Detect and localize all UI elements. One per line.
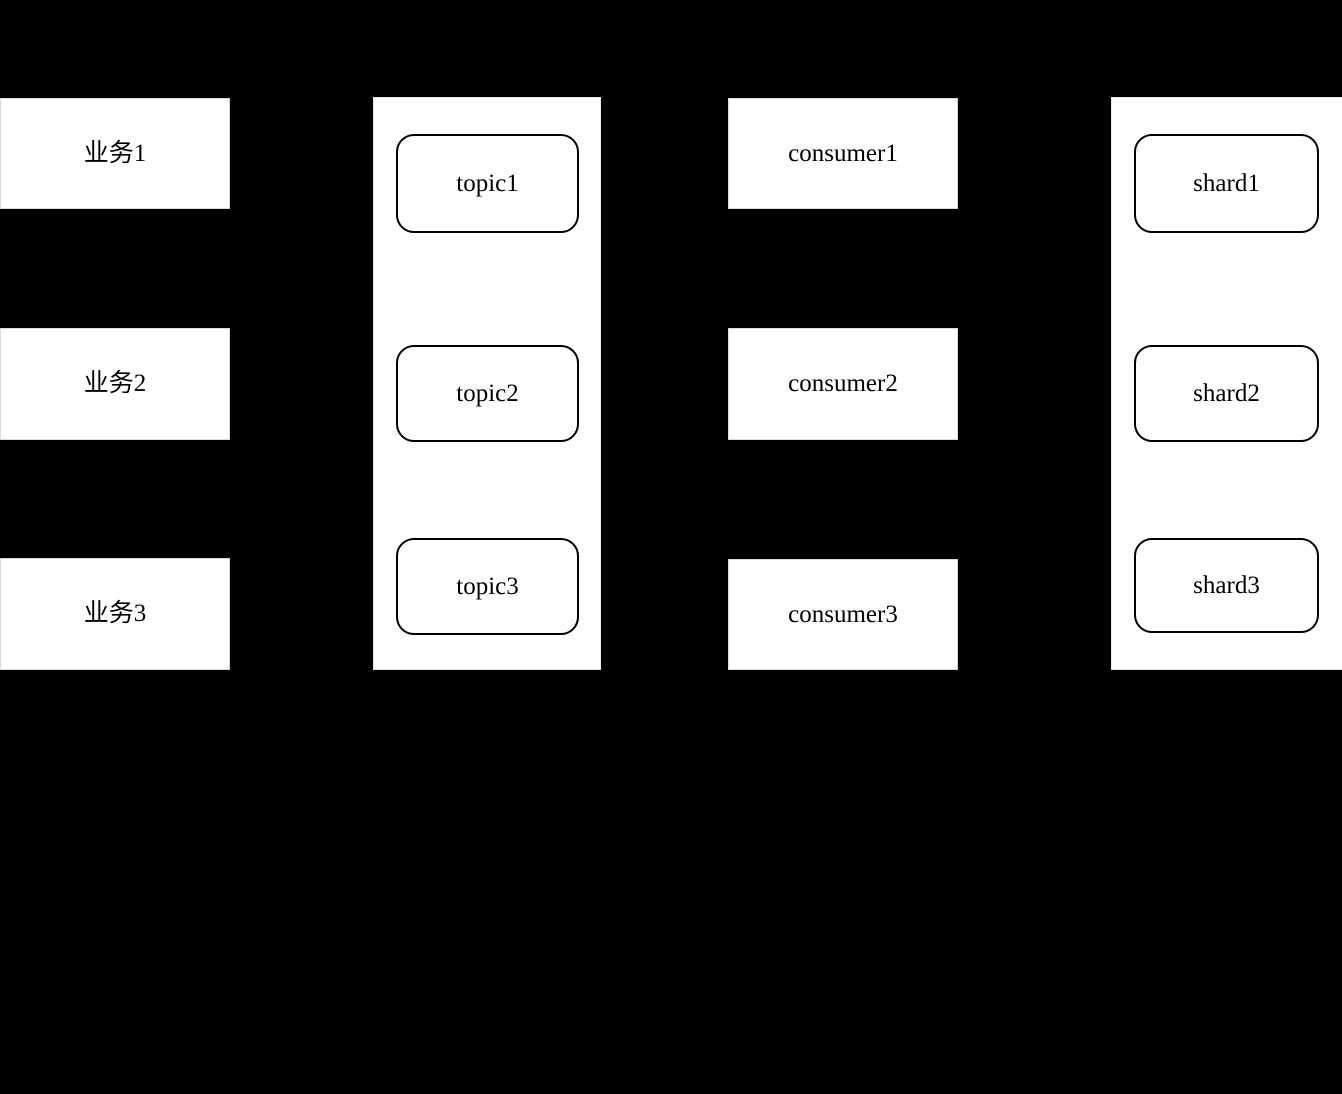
business-label-2: 业务2 — [83, 370, 147, 397]
topic-group-label-3: topic3 — [456, 572, 519, 600]
shard-group-label-2: shard2 — [1193, 379, 1260, 407]
topic-group-node-1[interactable]: topic1 — [396, 134, 579, 233]
shard-group-node-1[interactable]: shard1 — [1134, 134, 1319, 233]
business-node-1[interactable]: 业务1 — [0, 98, 230, 209]
business-label-3: 业务3 — [83, 600, 147, 627]
shard-group-label-1: shard1 — [1193, 169, 1260, 197]
topic-group-node-2[interactable]: topic2 — [396, 345, 579, 442]
consumer-node-3[interactable]: consumer3 — [728, 559, 958, 670]
shard-group-label-3: shard3 — [1193, 571, 1260, 599]
business-label-1: 业务1 — [83, 139, 147, 167]
consumer-label-3: consumer3 — [788, 600, 898, 628]
business-node-2[interactable]: 业务2 — [0, 328, 230, 440]
shard-group-node-3[interactable]: shard3 — [1134, 538, 1319, 633]
consumer-node-1[interactable]: consumer1 — [728, 98, 958, 209]
topic-group-node-3[interactable]: topic3 — [396, 538, 579, 635]
topic-group-label-2: topic2 — [456, 379, 519, 407]
consumer-label-1: consumer1 — [788, 139, 898, 167]
shard-group-node-2[interactable]: shard2 — [1134, 345, 1319, 442]
business-node-3[interactable]: 业务3 — [0, 558, 230, 670]
topic-group-label-1: topic1 — [456, 169, 519, 197]
consumer-label-2: consumer2 — [788, 370, 898, 397]
consumer-node-2[interactable]: consumer2 — [728, 328, 958, 440]
